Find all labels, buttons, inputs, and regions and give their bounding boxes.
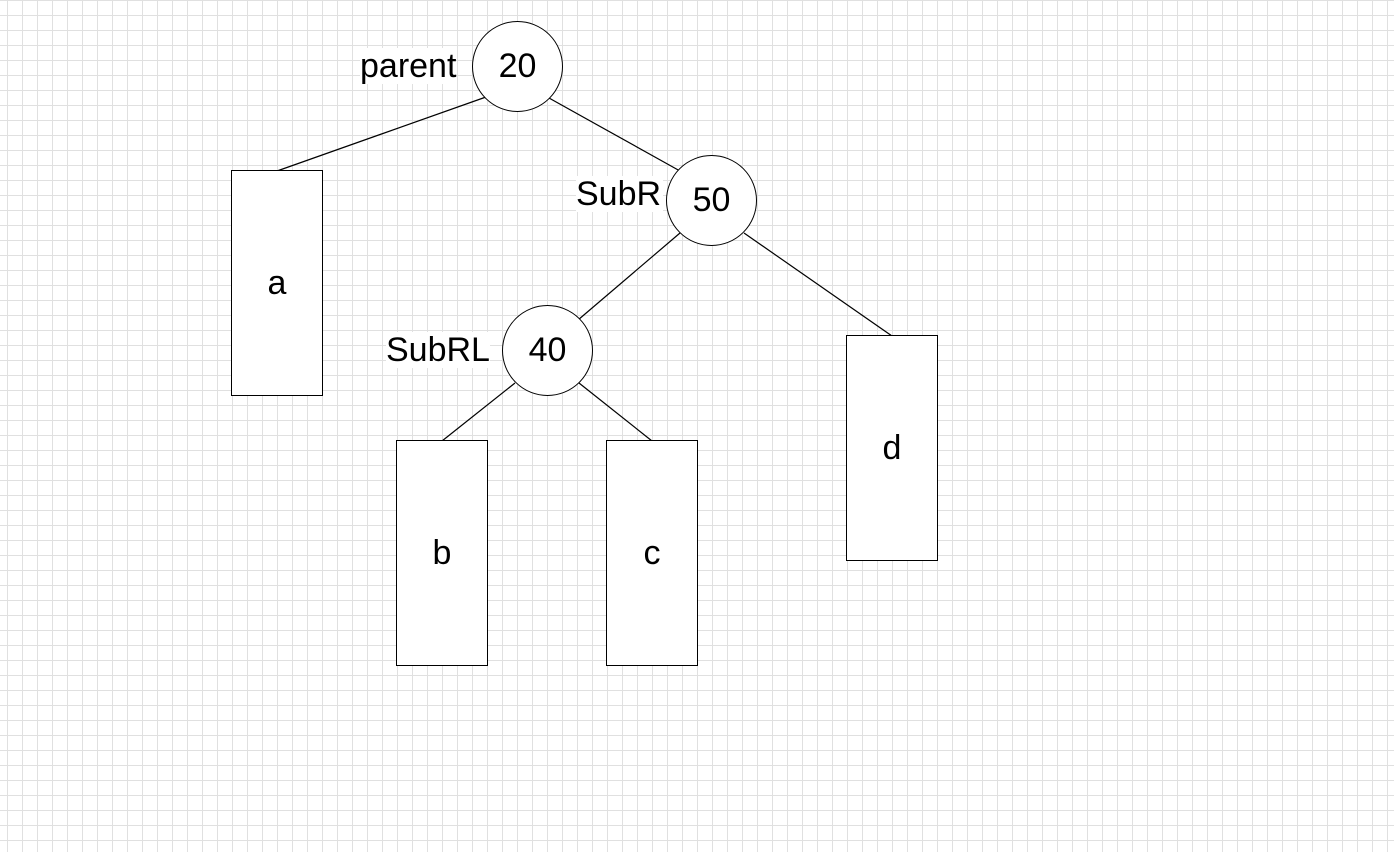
tree-node-20: 20 [472,21,563,112]
edge-20-a [276,96,487,172]
edge-40-b [441,382,516,442]
subtree-label-b: b [432,533,452,572]
edge-50-40 [577,232,681,321]
subtree-label-c: c [643,533,661,572]
subtree-box-a: a [231,170,323,396]
tree-node-40: 40 [502,305,593,396]
node-value-20: 20 [498,47,537,85]
node-value-40: 40 [528,331,567,369]
tree-node-50: 50 [666,155,757,246]
subtree-label-d: d [882,428,902,467]
subtree-label-a: a [267,263,287,302]
subtree-box-d: d [846,335,938,561]
edge-50-d [743,232,893,337]
subtree-box-b: b [396,440,488,666]
node-tag-subrl: SubRL [386,331,490,369]
edge-20-50 [548,97,681,172]
node-value-50: 50 [692,181,731,219]
subtree-box-c: c [606,440,698,666]
node-tag-parent: parent [360,47,457,85]
edge-40-c [578,382,653,442]
node-tag-subr: SubR [576,175,664,213]
